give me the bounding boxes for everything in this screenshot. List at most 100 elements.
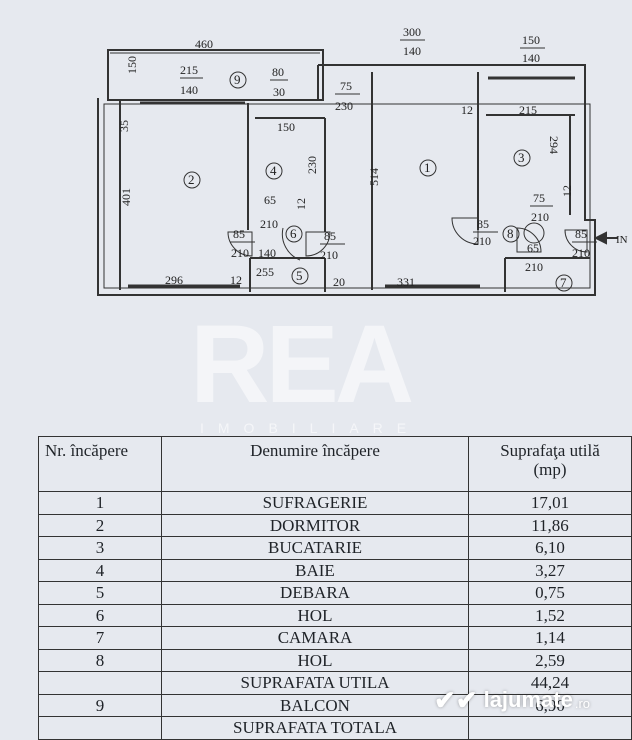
room-area: 6,10: [468, 536, 632, 560]
dim-140b: 140: [403, 44, 421, 58]
dim-230a: 230: [335, 99, 353, 113]
room-area: 11,86: [468, 513, 632, 537]
room-nr: 8: [38, 648, 162, 672]
room-name: SUFRAGERIE: [161, 491, 469, 515]
room-nr: [38, 716, 162, 740]
room-area: [468, 716, 632, 740]
room-number-8: 8: [507, 226, 514, 241]
dim-140c: 140: [522, 51, 540, 65]
room-number-9: 9: [234, 72, 241, 87]
dim-75a: 75: [340, 79, 352, 93]
dim-215: 215: [180, 63, 198, 77]
table-header-row: Nr. încăpere Denumire încăpere Suprafaţa…: [38, 436, 632, 492]
watermark-logo: REA: [190, 303, 414, 426]
room-nr: 3: [38, 536, 162, 560]
header-area-unit: (mp): [533, 460, 567, 479]
dim-210b: 210: [531, 210, 549, 224]
room-number-5: 5: [296, 268, 303, 283]
room-area: 1,52: [468, 603, 632, 627]
brand-mark-icon: ✔✔: [434, 684, 478, 715]
room-number-3: 3: [518, 150, 525, 165]
room-nr: 4: [38, 558, 162, 582]
brand-logo[interactable]: ✔✔ lajumate .ro: [434, 682, 590, 718]
dim-210a: 210: [260, 217, 278, 231]
dim-300: 300: [403, 25, 421, 39]
room-number-2: 2: [188, 172, 195, 187]
dim-255: 255: [256, 265, 274, 279]
dim-85d: 85: [575, 227, 587, 241]
rooms-table: Nr. încăpere Denumire încăpere Suprafaţa…: [38, 436, 632, 740]
dim-150-left: 150: [125, 56, 139, 74]
room-area: 6,90: [468, 693, 632, 717]
dim-210e: 210: [473, 234, 491, 248]
header-area-label: Suprafaţa utilă: [500, 441, 600, 460]
room-number-7: 7: [560, 275, 567, 290]
room-nr: 2: [38, 513, 162, 537]
room-nr: 6: [38, 603, 162, 627]
balcony-outline: [107, 49, 324, 101]
brand-tld: .ro: [574, 695, 591, 711]
room-name: HOL: [161, 603, 469, 627]
room-area: 2,59: [468, 648, 632, 672]
floor-plan: 460 150 215 140 80 30 75 230 300 140 150…: [97, 25, 628, 296]
header-area: Suprafaţa utilă (mp): [468, 436, 632, 492]
room-name: SUPRAFATA UTILA: [161, 671, 469, 695]
dim-150-bath: 150: [277, 120, 295, 134]
dim-331: 331: [397, 275, 415, 289]
room-nr: 9: [38, 693, 162, 717]
entrance-label: IN: [616, 234, 628, 246]
room-name: DEBARA: [161, 581, 469, 605]
room-name: SUPRAFATA TOTALA: [161, 716, 469, 740]
dim-140a: 140: [180, 83, 198, 97]
room-nr: 5: [38, 581, 162, 605]
dim-210d: 210: [320, 248, 338, 262]
dim-230-bath: 230: [305, 156, 319, 174]
dim-210c: 210: [231, 246, 249, 260]
watermark-subtitle: IMOBILIARE: [200, 420, 421, 436]
room-name: BUCATARIE: [161, 536, 469, 560]
room-nr: 1: [38, 491, 162, 515]
dim-30: 30: [273, 85, 285, 99]
dim-210g: 210: [525, 260, 543, 274]
room-name: BALCON: [161, 693, 469, 717]
room-area: 1,14: [468, 626, 632, 650]
brand-name: lajumate: [483, 687, 573, 712]
dim-294: 294: [547, 136, 561, 154]
dim-296: 296: [165, 273, 183, 287]
dim-12c: 12: [560, 185, 574, 197]
dim-35: 35: [117, 120, 131, 132]
dim-12b: 12: [294, 198, 308, 210]
room-area: 3,27: [468, 558, 632, 582]
room-area: 0,75: [468, 581, 632, 605]
dim-150-top: 150: [522, 33, 540, 47]
room-number-4: 4: [270, 163, 277, 178]
room-number-1: 1: [424, 160, 431, 175]
dim-140d: 140: [258, 246, 276, 260]
dim-12a: 12: [461, 103, 473, 117]
room-name: HOL: [161, 648, 469, 672]
dim-215-right: 215: [519, 103, 537, 117]
room-nr: [38, 671, 162, 695]
dim-20: 20: [333, 275, 345, 289]
room-name: BAIE: [161, 558, 469, 582]
dim-460: 460: [195, 37, 213, 51]
table-row-total: SUPRAFATA TOTALA: [38, 716, 632, 740]
header-room-number: Nr. încăpere: [38, 436, 162, 492]
apartment-outline: [97, 64, 596, 296]
dim-210f: 210: [572, 246, 590, 260]
room-number-6: 6: [290, 226, 297, 241]
room-area: 17,01: [468, 491, 632, 515]
dim-12d: 12: [230, 273, 242, 287]
room-name: DORMITOR: [161, 513, 469, 537]
header-room-name: Denumire încăpere: [161, 436, 469, 492]
room-nr: 7: [38, 626, 162, 650]
